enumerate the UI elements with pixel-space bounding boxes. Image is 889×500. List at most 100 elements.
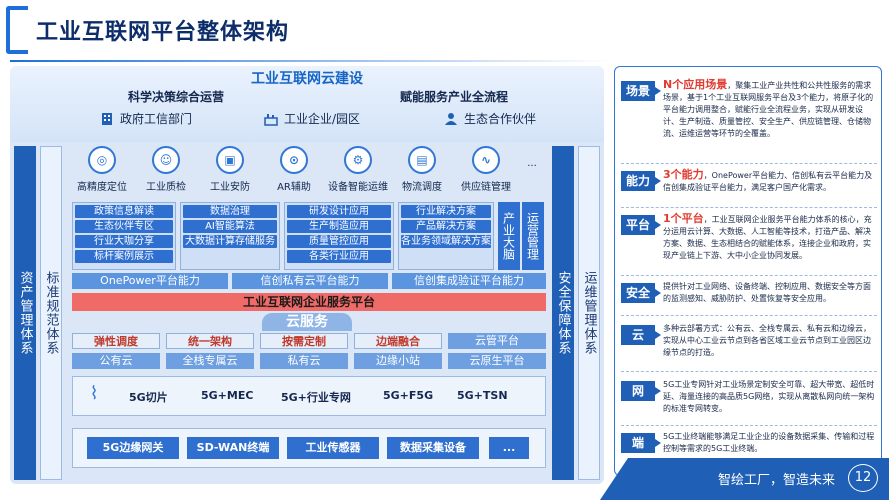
cap-chip: 各类行业应用 <box>287 250 391 263</box>
roof: 科学决策综合运营 赋能服务产业全流程 政府工信部门 工业企业/园区 生态合作伙伴 <box>28 88 586 142</box>
chart-icon: ∿ <box>472 146 500 174</box>
roof-left-title: 科学决策综合运营 <box>128 90 225 104</box>
title-bar: 工业互联网平台整体架构 <box>0 0 889 62</box>
tag-network: 网 <box>621 381 661 401</box>
app-label: 工业安防 <box>210 182 250 193</box>
divider <box>621 315 877 316</box>
cap-chip: 政策信息解读 <box>75 205 173 218</box>
building-icon <box>102 112 112 125</box>
app-more: ... <box>522 146 542 198</box>
cap-chip: 行业大咖分享 <box>75 235 173 248</box>
app-label: 高精度定位 <box>77 182 127 193</box>
cloud-feature: 边端融合 <box>354 333 442 349</box>
description-panel: 场景 N个应用场景，聚集工业产业共性和公共性服务的需求场景，基于1个工业互联网服… <box>614 66 882 476</box>
roof-item-partner: 生态合作伙伴 <box>444 110 536 127</box>
cap-col-data: 数据治理 AI智能算法 大数据计算存储服务 <box>180 202 280 270</box>
factory-icon <box>264 113 278 126</box>
scene-body: ，聚集工业产业共性和公共性服务的需求场景，基于1个工业互联网服务平台及3个能力，… <box>663 81 874 138</box>
divider <box>621 275 877 276</box>
cloud-feature-row: 弹性调度 统一架构 按需定制 边端融合 云管平台 <box>72 333 546 349</box>
app-label: 工业质检 <box>146 182 186 193</box>
arch-center: ◎高精度定位 ☺工业质检 ▣工业安防 ⊙AR辅助 ⚙设备智能运维 ▤物流调度 ∿… <box>68 146 548 480</box>
app-security: ▣ 工业安防 <box>202 146 258 198</box>
roof-item-label: 政府工信部门 <box>120 112 193 126</box>
roof-item-enterprise: 工业企业/园区 <box>264 110 360 127</box>
cloud-type: 公有云 <box>72 353 160 369</box>
side-operations: 运维管理体系 <box>578 146 600 480</box>
page-title: 工业互联网平台整体架构 <box>36 20 290 45</box>
cap-chip: 数据治理 <box>183 205 277 218</box>
cloud-type-row: 公有云 全栈专属云 私有云 边缘小站 云原生平台 <box>72 353 546 369</box>
platform-body: ，工业互联网企业服务平台能力体系的核心，充分运用云计算、大数据、人工智能等技术，… <box>663 215 872 260</box>
net-item: 5G切片 <box>129 391 168 404</box>
app-label: 物流调度 <box>402 182 442 193</box>
app-quality: ☺ 工业质检 <box>138 146 194 198</box>
cloud-type: 全栈专属云 <box>166 353 254 369</box>
side-security: 安全保障体系 <box>552 146 574 480</box>
cloud-text: 多种云部署方式：公有云、全栈专属云、私有云和边缘云，实现从中心工业云节点到各省区… <box>663 324 871 357</box>
divider <box>621 425 877 426</box>
operation-management-box: 运营管理 <box>522 202 544 270</box>
app-positioning: ◎ 高精度定位 <box>74 146 130 198</box>
net-item: 5G+F5G <box>383 389 434 402</box>
platform-lead: 1个平台 <box>663 212 704 225</box>
tag-scene: 场景 <box>621 81 661 101</box>
capability-body: ，OnePower平台能力、信创私有云平台能力及信创集成验证平台能力，满足客户国… <box>663 171 873 192</box>
edge-item: 工业传感器 <box>287 437 379 459</box>
cap-chip: 研发设计应用 <box>287 205 391 218</box>
tag-security: 安全 <box>621 283 661 303</box>
edge-item: 数据采集设备 <box>387 437 479 459</box>
cap-chip: 行业解决方案 <box>401 205 491 218</box>
cap-col-ecosystem: 政策信息解读 生态伙伴专区 行业大咖分享 标杆案例展示 <box>72 202 176 270</box>
industry-brain-box: 产业大脑 <box>498 202 520 270</box>
cap-chip: AI智能算法 <box>183 220 277 233</box>
person-icon <box>445 112 457 125</box>
truck-icon: ▤ <box>408 146 436 174</box>
network-text: 5G工业专网针对工业场景定制安全可靠、超大带宽、超低时延、海量连接的高品质5G网… <box>663 380 875 413</box>
cap-chip: 质量管控应用 <box>287 235 391 248</box>
cloud-type: 边缘小站 <box>354 353 442 369</box>
roof-right-title: 赋能服务产业全流程 <box>400 90 509 104</box>
app-scenarios: ◎高精度定位 ☺工业质检 ▣工业安防 ⊙AR辅助 ⚙设备智能运维 ▤物流调度 ∿… <box>68 146 548 198</box>
footer-band <box>600 458 889 500</box>
app-label: ... <box>527 158 537 169</box>
edge-item: SD-WAN终端 <box>187 437 279 459</box>
divider <box>621 163 877 164</box>
scene-lead: N个应用场景 <box>663 78 728 91</box>
cap-chip: 标杆案例展示 <box>75 250 173 263</box>
cap-col-solutions: 行业解决方案 产品解决方案 各业务领域解决方案 <box>398 202 494 270</box>
vr-glasses-icon: ⊙ <box>280 146 308 174</box>
cloud-management-platform: 云管平台 <box>448 333 546 349</box>
app-supply-chain: ∿ 供应链管理 <box>458 146 514 198</box>
edge-item-more: ... <box>489 437 529 459</box>
power-integration: 信创集成验证平台能力 <box>392 273 546 289</box>
capability-text: 3个能力，OnePower平台能力、信创私有云平台能力及信创集成验证平台能力，满… <box>663 169 877 194</box>
title-bracket <box>6 6 28 54</box>
location-icon: ◎ <box>88 146 116 174</box>
app-maintenance: ⚙设备智能运维 <box>328 146 388 198</box>
capability-row: 政策信息解读 生态伙伴专区 行业大咖分享 标杆案例展示 数据治理 AI智能算法 … <box>72 202 546 270</box>
camera-icon: ▣ <box>216 146 244 174</box>
terminal-text: 5G工业终端能够满足工业企业的设备数据采集、传输和过程控制等需求的5G工业终端。 <box>663 432 875 453</box>
side-asset-management: 资产管理体系 <box>14 146 36 480</box>
cloud-type: 私有云 <box>260 353 348 369</box>
cloud-feature: 统一架构 <box>166 333 254 349</box>
cloud-feature: 按需定制 <box>260 333 348 349</box>
arch-body: 资产管理体系 标准规范体系 安全保障体系 运维管理体系 ◎高精度定位 ☺工业质检… <box>10 142 604 484</box>
net-item: 5G+MEC <box>201 389 254 402</box>
platform-text: 1个平台，工业互联网企业服务平台能力体系的核心，充分运用云计算、大数据、人工智能… <box>663 213 877 262</box>
cap-col-industry-apps: 研发设计应用 生产制造应用 质量管控应用 各类行业应用 <box>284 202 394 270</box>
footer-slogan: 智绘工厂，智造未来 <box>718 473 836 488</box>
tag-terminal: 端 <box>621 433 661 453</box>
scene-text: N个应用场景，聚集工业产业共性和公共性服务的需求场景，基于1个工业互联网服务平台… <box>663 79 877 140</box>
net-item: 5G+行业专网 <box>281 391 351 404</box>
app-label: 供应链管理 <box>461 182 511 193</box>
ai-head-icon: ☺ <box>152 146 180 174</box>
app-label: 设备智能运维 <box>328 182 388 193</box>
power-private-cloud: 信创私有云平台能力 <box>232 273 388 289</box>
cap-chip: 各业务领域解决方案 <box>401 235 491 248</box>
capability-lead: 3个能力 <box>663 168 704 181</box>
security-text: 提供针对工业网络、设备终端、控制应用、数据安全等方面的监测感知、威胁防护、处置恢… <box>663 282 871 303</box>
roof-item-label: 工业企业/园区 <box>284 112 361 126</box>
roof-item-label: 生态合作伙伴 <box>464 112 537 126</box>
